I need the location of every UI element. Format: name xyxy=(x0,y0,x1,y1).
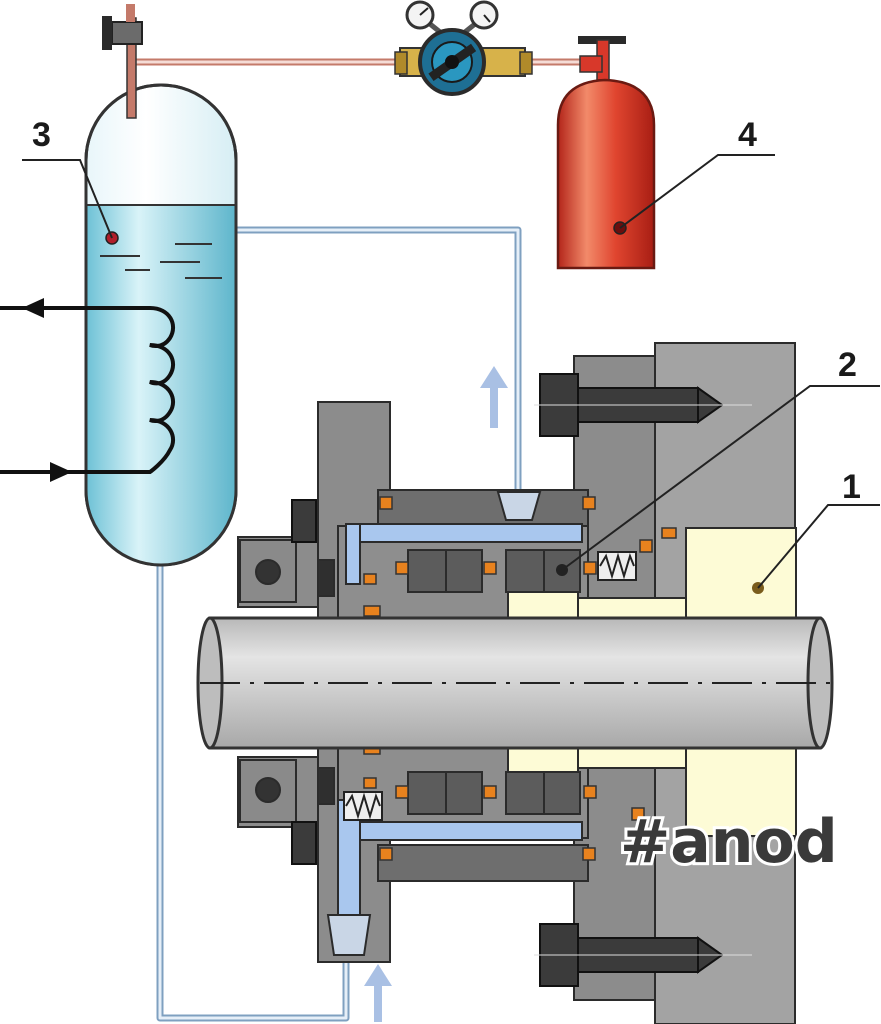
leader-lines xyxy=(22,154,880,589)
spring-icon xyxy=(343,551,637,821)
flow-arrow-icon xyxy=(364,366,508,1022)
coil-in-arrow-icon xyxy=(50,462,72,482)
shaft-sleeve xyxy=(685,527,797,619)
pressure-regulator xyxy=(394,0,533,96)
label-4: 4 xyxy=(738,116,757,154)
nitrogen-cylinder xyxy=(556,36,656,270)
coil-out-arrow-icon xyxy=(22,298,44,318)
watermark: #anod xyxy=(620,807,838,877)
pump-shaft xyxy=(196,616,840,750)
barrier-fluid-tank xyxy=(0,4,238,567)
heat-coil-icon xyxy=(0,306,176,474)
label-2: 2 xyxy=(838,346,857,384)
label-3: 3 xyxy=(32,116,51,154)
tank-valve-icon xyxy=(111,21,143,45)
label-1: 1 xyxy=(842,468,861,506)
bolts xyxy=(291,373,752,987)
